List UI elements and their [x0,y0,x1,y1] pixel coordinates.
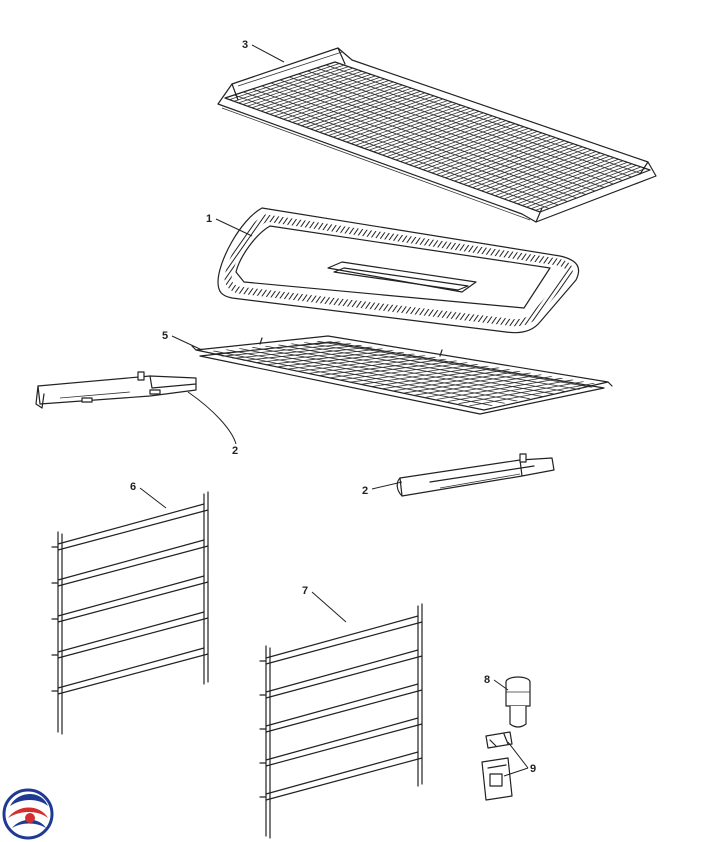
brand-swirl-logo [2,788,54,840]
part-oven-shelf [191,335,613,415]
part-oven-lamp [505,676,531,728]
grill-rack-grid [229,63,646,211]
callout-3: 3 [242,39,248,51]
part-shelf-support-left [51,491,209,735]
leader-lines [139,44,529,777]
part-shelf-support-right [259,603,423,839]
callout-5: 5 [162,330,168,342]
callout-8: 8 [484,674,490,686]
callout-7: 7 [302,585,308,597]
oven-shelf-grid [210,340,595,407]
part-telescopic-runner-left [35,371,197,409]
part-grill-rack [217,47,657,223]
callout-2-right: 2 [362,485,368,497]
part-telescopic-runner-right [396,453,555,497]
callout-labels: 3 1 5 2 2 6 7 8 9 [130,39,536,775]
callout-1: 1 [206,213,212,225]
part-lamp-clips [481,731,513,801]
callout-2-left: 2 [232,445,238,457]
callout-9: 9 [530,763,536,775]
part-baking-tray [217,207,580,334]
callout-6: 6 [130,481,136,493]
